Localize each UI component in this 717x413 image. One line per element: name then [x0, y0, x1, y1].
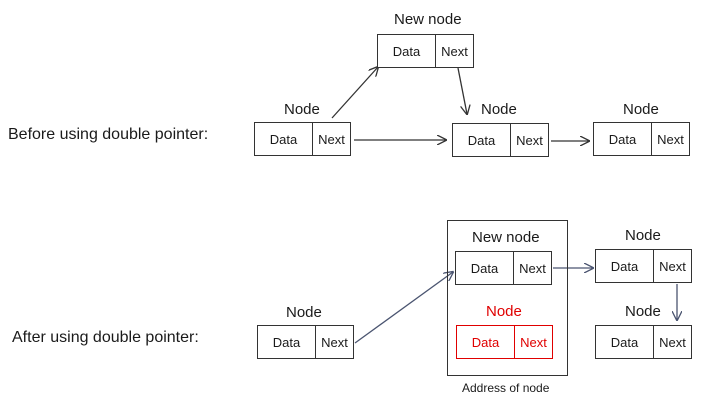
before-new-node-title: New node [394, 11, 462, 28]
before-node1-next: Next [318, 131, 345, 147]
before-node3: Data Next [593, 122, 690, 156]
before-node1-title: Node [284, 101, 320, 118]
address-of-node-frame [447, 220, 568, 376]
after-right-top-next: Next [659, 258, 686, 274]
after-red-node-data: Data [457, 326, 515, 358]
before-node2-data: Data [453, 124, 511, 156]
after-node1-title: Node [286, 304, 322, 321]
after-new-node: Data Next [455, 251, 552, 285]
after-row-label: After using double pointer: [12, 329, 199, 346]
after-new-node-title: New node [472, 229, 540, 246]
after-red-node-next: Next [520, 334, 547, 350]
before-row-label: Before using double pointer: [8, 126, 209, 143]
before-new-node: Data Next [377, 34, 474, 68]
before-node1-data: Data [255, 123, 313, 155]
arrow-node1-to-newnode [331, 67, 378, 119]
arrow-newnode-to-node2 [457, 67, 467, 114]
after-right-top-title: Node [625, 227, 661, 244]
after-node1: Data Next [257, 325, 354, 359]
after-node1-data: Data [258, 326, 316, 358]
before-node1: Data Next [254, 122, 351, 156]
before-node3-next: Next [657, 131, 684, 147]
frame-caption: Address of node [462, 381, 550, 395]
after-right-top-data: Data [596, 250, 654, 282]
before-new-node-data: Data [378, 35, 436, 67]
before-node3-data: Data [594, 123, 652, 155]
before-node2: Data Next [452, 123, 549, 157]
after-node1-next: Next [321, 334, 348, 350]
before-node3-title: Node [623, 101, 659, 118]
after-new-node-next: Next [519, 260, 546, 276]
after-new-node-data: Data [456, 252, 514, 284]
before-new-node-next: Next [441, 43, 468, 59]
after-red-node: Data Next [456, 325, 553, 359]
arrow-node1-to-newnode-after [354, 272, 453, 344]
after-right-bottom-data: Data [596, 326, 654, 358]
after-right-top-node: Data Next [595, 249, 692, 283]
after-red-node-title: Node [486, 303, 522, 320]
after-right-bottom-title: Node [625, 303, 661, 320]
after-right-bottom-next: Next [659, 334, 686, 350]
after-right-bottom-node: Data Next [595, 325, 692, 359]
before-node2-next: Next [516, 132, 543, 148]
before-node2-title: Node [481, 101, 517, 118]
